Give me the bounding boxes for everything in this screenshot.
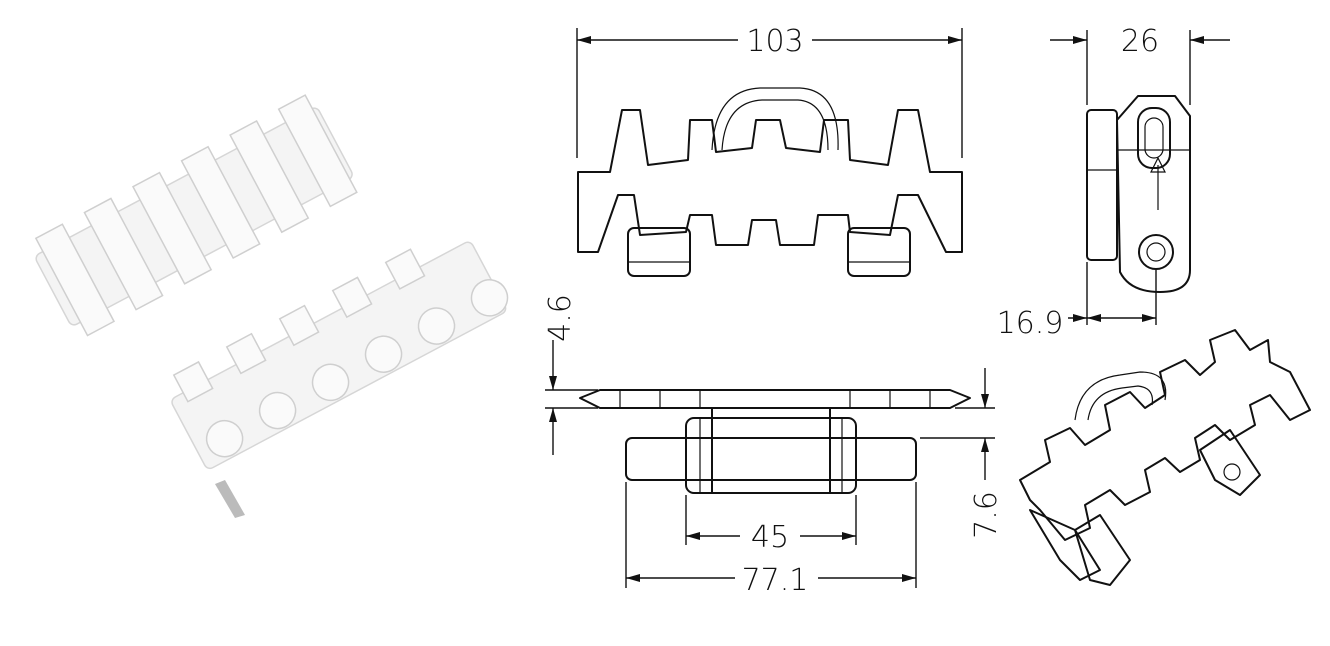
dimension-26: 26 (1050, 24, 1230, 105)
dimension-16-9: 16.9 (997, 262, 1157, 341)
dim-lower-height: 7.6 (969, 491, 1004, 539)
dimension-103: 103 (576, 24, 963, 158)
dim-pin-offset: 16.9 (997, 306, 1064, 341)
dimension-77-1: 77.1 (625, 482, 917, 598)
dim-overall-width: 103 (746, 24, 803, 59)
dim-inner-width: 45 (751, 520, 789, 555)
side-view (1086, 95, 1191, 293)
dim-base-width: 77.1 (742, 563, 809, 598)
dimension-45: 45 (685, 495, 857, 555)
chain-pin (215, 480, 245, 518)
front-view (579, 389, 971, 494)
dimension-4-6: 4.6 (543, 294, 598, 455)
dim-side-width: 26 (1121, 24, 1159, 59)
isometric-view (1019, 329, 1311, 586)
chain-photo (34, 94, 509, 518)
dim-top-thickness: 4.6 (543, 294, 578, 342)
top-view (577, 87, 963, 277)
dimension-7-6: 7.6 (920, 368, 1004, 539)
